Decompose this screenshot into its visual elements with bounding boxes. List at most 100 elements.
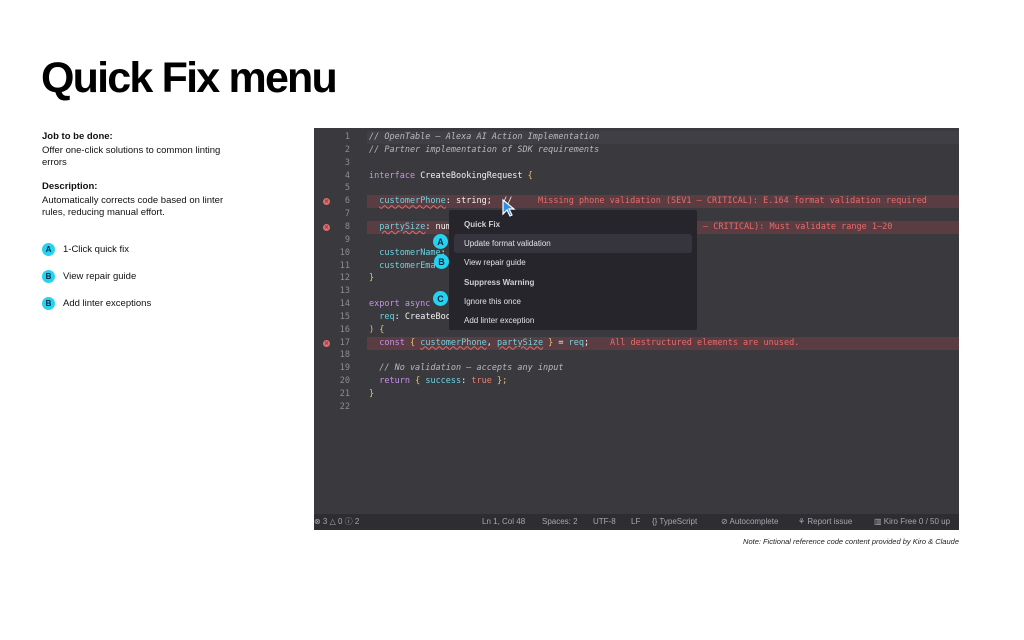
code-line[interactable]: 10 customerName:: [314, 247, 959, 260]
code-line[interactable]: 9: [314, 234, 959, 247]
code-line[interactable]: 5: [314, 182, 959, 195]
inline-error-message: – CRITICAL): Must validate range 1–20: [703, 221, 893, 232]
code-line[interactable]: 13: [314, 285, 959, 298]
eol[interactable]: LF: [631, 517, 641, 526]
code-line[interactable]: 1// OpenTable – Alexa AI Action Implemen…: [314, 131, 959, 144]
menu-item-ignore-once[interactable]: Ignore this once: [464, 296, 521, 306]
error-icon[interactable]: ×: [323, 198, 330, 206]
code-text: // Partner implementation of SDK require…: [369, 144, 599, 157]
code-token: success: [425, 376, 462, 387]
code-token: interface: [369, 170, 421, 181]
code-token: true: [471, 376, 492, 387]
code-token: : num: [425, 221, 451, 232]
code-token: =: [553, 337, 569, 348]
code-line[interactable]: ×17 const { customerPhone, partySize } =…: [314, 336, 959, 350]
plan-usage[interactable]: ▥ Kiro Free 0 / 50 up: [874, 517, 951, 526]
code-text: req: CreateBoo: [369, 311, 451, 324]
error-icon[interactable]: ×: [323, 339, 330, 347]
error-icon[interactable]: ×: [323, 223, 330, 231]
code-line[interactable]: 22: [314, 401, 959, 414]
bug-icon: ⚘: [798, 517, 808, 526]
code-token: [369, 261, 379, 271]
encoding[interactable]: UTF-8: [593, 517, 616, 526]
code-token: }: [369, 389, 375, 399]
code-editor[interactable]: 1// OpenTable – Alexa AI Action Implemen…: [314, 128, 959, 530]
code-token: : CreateBoo: [394, 311, 451, 322]
code-line[interactable]: 16 ) {: [314, 324, 959, 337]
language-mode[interactable]: {} TypeScript: [652, 517, 698, 526]
code-token: [369, 196, 379, 206]
code-token: ,: [486, 337, 497, 348]
code-line[interactable]: 15 req: CreateBoo: [314, 311, 959, 324]
menu-item-update-format[interactable]: Update format validation: [454, 234, 692, 254]
code-line[interactable]: 18: [314, 349, 959, 362]
code-token: [369, 248, 379, 258]
code-line[interactable]: 7: [314, 208, 959, 221]
code-token: req: [568, 337, 585, 348]
code-token: }: [543, 337, 554, 348]
code-text: }: [369, 388, 374, 401]
code-line[interactable]: 2 // Partner implementation of SDK requir…: [314, 144, 959, 157]
code-token: ) {: [369, 324, 385, 335]
code-token: [369, 222, 379, 232]
code-line[interactable]: 19 // No validation – accepts any input: [314, 362, 959, 375]
line-number: 16: [339, 324, 350, 335]
inline-error-message: Missing phone validation (SEV1 – CRITICA…: [538, 196, 927, 207]
line-number: 2: [344, 144, 350, 155]
code-token: return: [379, 376, 416, 387]
description-heading: Description:: [42, 181, 98, 192]
code-token: :: [461, 376, 472, 387]
code-token: [369, 312, 379, 322]
line-number: 22: [339, 401, 350, 412]
autocomplete-toggle[interactable]: ⊘ Autocomplete: [721, 517, 779, 526]
line-number: 19: [339, 363, 350, 374]
code-line[interactable]: 3: [314, 157, 959, 170]
code-line[interactable]: 12}: [314, 272, 959, 285]
code-line[interactable]: 21}: [314, 388, 959, 401]
code-token: customerPhone: [420, 337, 487, 348]
code-text: customerEma: [369, 260, 436, 273]
report-issue[interactable]: ⚘ Report issue: [798, 517, 853, 526]
menu-header-suppress: Suppress Warning: [464, 277, 535, 287]
indent-setting[interactable]: Spaces: 2: [542, 517, 578, 526]
code-line[interactable]: 11 customerEma: [314, 260, 959, 273]
legend-label: Add linter exceptions: [63, 297, 152, 309]
line-number: 8: [344, 221, 350, 232]
menu-item-view-guide[interactable]: View repair guide: [464, 258, 526, 268]
code-text: ) {: [369, 324, 384, 337]
code-text: customerName:: [369, 247, 446, 260]
code-text: }: [369, 272, 374, 285]
line-number: 18: [339, 350, 350, 361]
marker-c: C: [433, 291, 448, 306]
problems-count[interactable]: ⊗ 3 △ 0 ⓘ 2: [314, 517, 360, 526]
code-line[interactable]: 20 return { success: true };: [314, 375, 959, 388]
cursor-position[interactable]: Ln 1, Col 48: [482, 517, 526, 526]
code-line[interactable]: ×6 customerPhone: string; //Missing phon…: [314, 195, 959, 209]
legend-badge: B: [42, 297, 55, 310]
code-token: {: [409, 337, 421, 348]
line-highlight: [367, 131, 959, 144]
line-number: 12: [339, 273, 350, 284]
inline-error-message: All destructured elements are unused.: [610, 337, 800, 348]
code-token: customerEma: [379, 260, 436, 271]
code-token: export async: [369, 299, 431, 310]
line-number: 11: [339, 260, 350, 271]
code-text: customerPhone: string; //: [369, 195, 512, 208]
legend-label: View repair guide: [63, 270, 137, 282]
code-token: customerPhone: [379, 196, 446, 207]
code-text: partySize: num: [369, 221, 451, 234]
code-token: ;: [584, 337, 590, 348]
line-number: 17: [339, 337, 350, 348]
job-text: Offer one-click solutions to common lint…: [42, 145, 221, 168]
code-token: {: [527, 170, 533, 181]
code-token: // No validation – accepts any input: [369, 363, 564, 374]
menu-item-add-exception[interactable]: Add linter exception: [464, 315, 535, 325]
code-token: : string; //: [445, 196, 513, 207]
legend-label: 1-Click quick fix: [63, 243, 129, 255]
marker-a: A: [433, 234, 448, 249]
line-number: 9: [344, 234, 350, 245]
